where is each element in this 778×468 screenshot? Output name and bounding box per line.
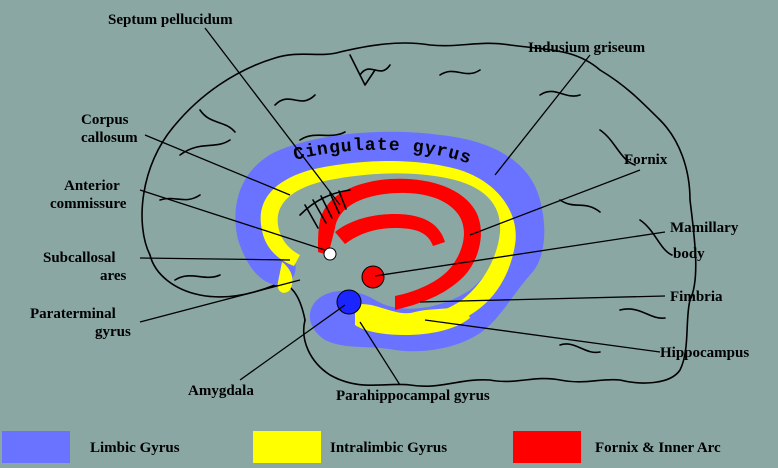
anterior-commissure-dot — [324, 248, 336, 260]
label-fimbria: Fimbria — [670, 289, 723, 305]
legend-label-0: Limbic Gyrus — [90, 440, 180, 456]
label-septum-pellucidum: Septum pellucidum — [108, 12, 233, 28]
legend-swatch-0 — [2, 431, 70, 463]
label-parahippocampal-gyrus: Parahippocampal gyrus — [336, 388, 490, 404]
label-amygdala: Amygdala — [188, 383, 254, 399]
legend-label-2: Fornix & Inner Arc — [595, 440, 721, 456]
legend-swatch-2 — [513, 431, 581, 463]
label-anterior-commissure-2: commissure — [50, 196, 127, 212]
label-subcallosal-area-2: ares — [100, 268, 127, 284]
legend: Limbic Gyrus Intralimbic Gyrus Fornix & In… — [2, 431, 721, 463]
mamillary-body-circle — [362, 266, 384, 288]
legend-swatch-1 — [253, 431, 321, 463]
label-fornix: Fornix — [624, 152, 668, 168]
label-corpus-callosum-1: Corpus — [81, 112, 129, 128]
label-corpus-callosum-2: callosum — [81, 130, 138, 146]
label-anterior-commissure-1: Anterior — [64, 178, 120, 194]
label-mamillary-body-1: Mamillary — [670, 220, 739, 236]
legend-label-1: Intralimbic Gyrus — [330, 440, 447, 456]
label-mamillary-body-2: body — [673, 246, 705, 262]
fornix-septal-arc — [335, 214, 445, 246]
label-subcallosal-area-1: Subcallosal — [43, 250, 116, 266]
label-indusium-griseum: Indusium griseum — [528, 40, 646, 56]
label-paraterminal-gyrus-1: Paraterminal — [30, 306, 116, 322]
label-paraterminal-gyrus-2: gyrus — [95, 324, 131, 340]
label-hippocampus: Hippocampus — [660, 345, 749, 361]
amygdala-circle — [337, 290, 361, 314]
